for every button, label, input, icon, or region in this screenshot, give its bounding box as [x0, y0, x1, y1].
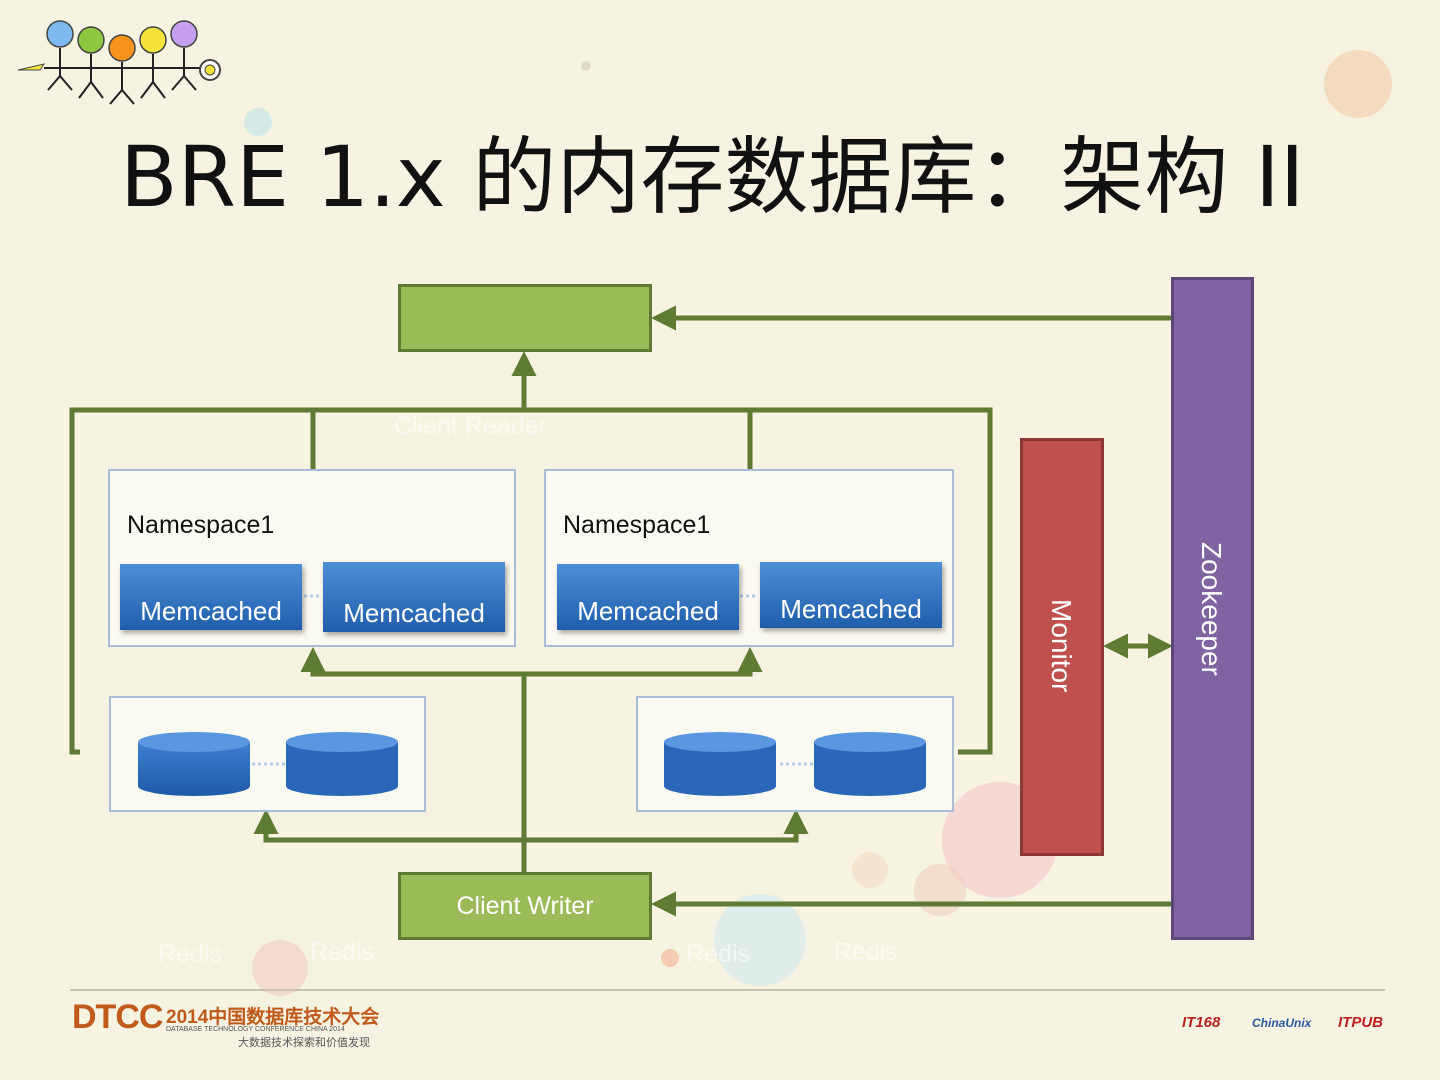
page-title: BRE 1.x 的内存数据库：架构 II: [120, 128, 1305, 226]
memcached-label: Memcached: [577, 596, 719, 626]
monitor-box: Monitor: [1020, 438, 1104, 856]
database-cylinder-icon: [664, 732, 776, 796]
monitor-label: Monitor: [1046, 599, 1077, 693]
namespace-left-label: Namespace1: [127, 511, 275, 539]
database-cylinder-icon: [814, 732, 926, 796]
redis-label: Redis: [310, 938, 374, 966]
zookeeper-label: Zookeeper: [1196, 542, 1227, 676]
redis-label: Redis: [834, 938, 898, 966]
client-reader-label: Client Reader: [394, 412, 547, 440]
memcached-node: Memcached: [323, 562, 505, 632]
redis-label: Redis: [158, 940, 222, 968]
memcached-label: Memcached: [343, 598, 485, 628]
redis-label: Redis: [686, 940, 750, 968]
database-cylinder-icon: [286, 732, 398, 796]
client-reader-box: [398, 284, 652, 352]
client-writer-label: Client Writer: [456, 891, 594, 920]
conference-name: 2014中国数据库技术大会: [166, 1007, 380, 1028]
sponsor-itpub: ITPUB: [1338, 1014, 1383, 1031]
client-writer-box: Client Writer: [398, 872, 652, 940]
memcached-label: Memcached: [780, 594, 922, 624]
conference-slogan: 大数据技术探索和价值发现: [238, 1037, 370, 1049]
namespace-right-label: Namespace1: [563, 511, 711, 539]
memcached-node: Memcached: [760, 562, 942, 628]
conference-name-en: DATABASE TECHNOLOGY CONFERENCE CHINA 201…: [166, 1026, 345, 1033]
memcached-label: Memcached: [140, 596, 282, 626]
memcached-node: Memcached: [557, 564, 739, 630]
dtcc-logo: DTCC: [72, 998, 163, 1036]
memcached-node: Memcached: [120, 564, 302, 630]
database-cylinder-icon: [138, 732, 250, 796]
people-logo-icon: [17, 20, 221, 105]
sponsor-it168: IT168: [1182, 1014, 1221, 1031]
sponsor-chinaunix: ChinaUnix: [1252, 1016, 1312, 1030]
zookeeper-box: Zookeeper: [1171, 277, 1254, 940]
